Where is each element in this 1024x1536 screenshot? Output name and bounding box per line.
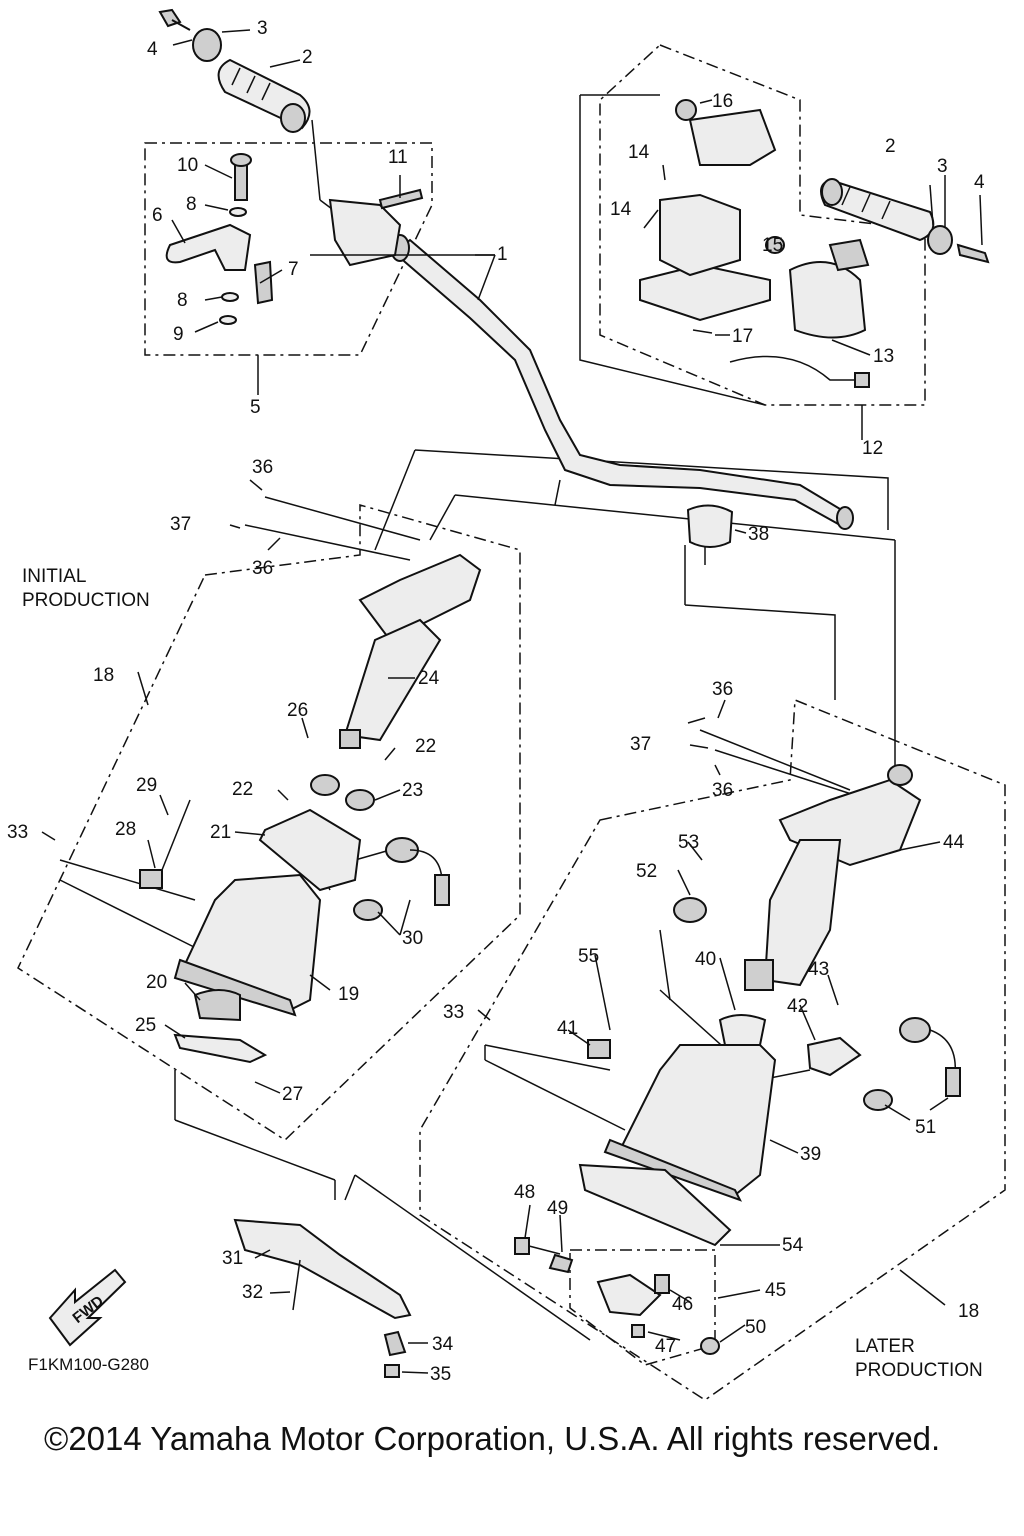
caption-initial-production-2: PRODUCTION: [22, 590, 150, 611]
callout-33-right: 33: [443, 1002, 464, 1023]
fwd-arrow-icon: FWD: [48, 1268, 127, 1347]
callout-36-c: 36: [712, 679, 733, 700]
right-grip: [820, 178, 935, 242]
callout-22-right: 22: [415, 736, 436, 757]
steering-column-initial: [339, 553, 482, 749]
callout-38: 38: [748, 524, 769, 545]
copyright-notice: ©2014 Yamaha Motor Corporation, U.S.A. A…: [44, 1420, 940, 1457]
callout-32: 32: [242, 1282, 263, 1303]
callout-37-later: 37: [630, 734, 651, 755]
callout-43: 43: [808, 959, 829, 980]
callout-25: 25: [135, 1015, 156, 1036]
callout-30: 30: [402, 928, 423, 949]
callout-9: 9: [173, 324, 184, 345]
callout-18-initial: 18: [93, 665, 114, 686]
callout-40: 40: [695, 949, 716, 970]
callout-2-right: 2: [885, 136, 896, 157]
left-grip-cap: [192, 28, 222, 62]
callout-39: 39: [800, 1144, 821, 1165]
callout-50: 50: [745, 1317, 766, 1338]
caption-later-production-2: PRODUCTION: [855, 1360, 983, 1381]
callout-20: 20: [146, 972, 167, 993]
callout-49: 49: [547, 1198, 568, 1219]
callout-13: 13: [873, 346, 894, 367]
callout-8-lower: 8: [177, 290, 188, 311]
callout-27: 27: [282, 1084, 303, 1105]
group-45-boundary: [569, 1249, 716, 1366]
leader-lines: [41, 29, 983, 1374]
handlebar: [393, 238, 852, 527]
switch-assembly: [639, 99, 870, 388]
callout-34: 34: [432, 1334, 454, 1355]
callout-19: 19: [338, 984, 359, 1005]
switch-box-initial: [139, 774, 450, 1064]
callout-18-later: 18: [958, 1301, 979, 1322]
callout-11: 11: [388, 147, 408, 168]
throttle-assembly: [165, 153, 424, 325]
callout-5: 5: [250, 397, 261, 418]
callout-14-lower: 14: [610, 199, 632, 220]
steering-column-later: [744, 764, 922, 991]
callout-22-left: 22: [232, 779, 253, 800]
callout-47: 47: [655, 1336, 676, 1357]
callout-16: 16: [712, 91, 733, 112]
callout-17: 17: [732, 326, 753, 347]
callout-labels: 1 2 3 4 5 6 7 8 8 9 10 11 2 3 4 12 13 14…: [7, 18, 985, 1385]
callout-51: 51: [915, 1117, 936, 1138]
callout-1: 1: [497, 244, 508, 265]
left-grip: [217, 58, 311, 133]
callout-35: 35: [430, 1364, 451, 1385]
callout-36-b: 36: [252, 558, 273, 579]
lower-parts: [233, 1218, 720, 1378]
callout-7: 7: [288, 259, 299, 280]
callout-26: 26: [287, 700, 308, 721]
callout-28: 28: [115, 819, 136, 840]
callout-6: 6: [152, 205, 163, 226]
callout-12: 12: [862, 438, 883, 459]
left-grip-screw: [158, 8, 191, 31]
callout-21: 21: [210, 822, 231, 843]
callout-41: 41: [557, 1018, 578, 1039]
callout-31: 31: [222, 1248, 243, 1269]
callout-3-right: 3: [937, 156, 948, 177]
handlebar-end-right: [836, 506, 854, 530]
callout-36-d: 36: [712, 780, 733, 801]
figure-code: F1KM100-G280: [28, 1355, 149, 1374]
callout-33-left: 33: [7, 822, 28, 843]
callout-14-upper: 14: [628, 142, 650, 163]
caption-later-production-1: LATER: [855, 1336, 915, 1357]
right-grip-screw: [956, 243, 990, 264]
callout-4-right: 4: [974, 172, 985, 193]
callout-8-upper: 8: [186, 194, 197, 215]
initial-production-boundary: [17, 504, 521, 1141]
callout-4-left: 4: [147, 39, 158, 60]
callout-45: 45: [765, 1280, 786, 1301]
callout-23: 23: [402, 780, 423, 801]
right-grip-cap: [927, 225, 953, 255]
callout-24: 24: [418, 668, 440, 689]
switch-box-later: [578, 897, 961, 1247]
callout-53: 53: [678, 832, 699, 853]
callout-10: 10: [177, 155, 198, 176]
callout-2-left: 2: [302, 47, 313, 68]
callout-42: 42: [787, 996, 808, 1017]
callout-15: 15: [762, 235, 783, 256]
callout-48: 48: [514, 1182, 535, 1203]
callout-3-left: 3: [257, 18, 268, 39]
callout-52: 52: [636, 861, 657, 882]
callout-36-a: 36: [252, 457, 273, 478]
group-5-boundary: [144, 142, 433, 356]
callout-29: 29: [136, 775, 157, 796]
later-production-boundary: [419, 698, 1006, 1401]
callout-54: 54: [782, 1235, 804, 1256]
callout-55: 55: [578, 946, 599, 967]
caption-initial-production-1: INITIAL: [22, 566, 86, 587]
callout-44: 44: [943, 832, 965, 853]
collar: [686, 504, 734, 548]
reference-lines: [59, 94, 896, 1341]
callout-37-initial: 37: [170, 514, 191, 535]
callout-46: 46: [672, 1294, 693, 1315]
